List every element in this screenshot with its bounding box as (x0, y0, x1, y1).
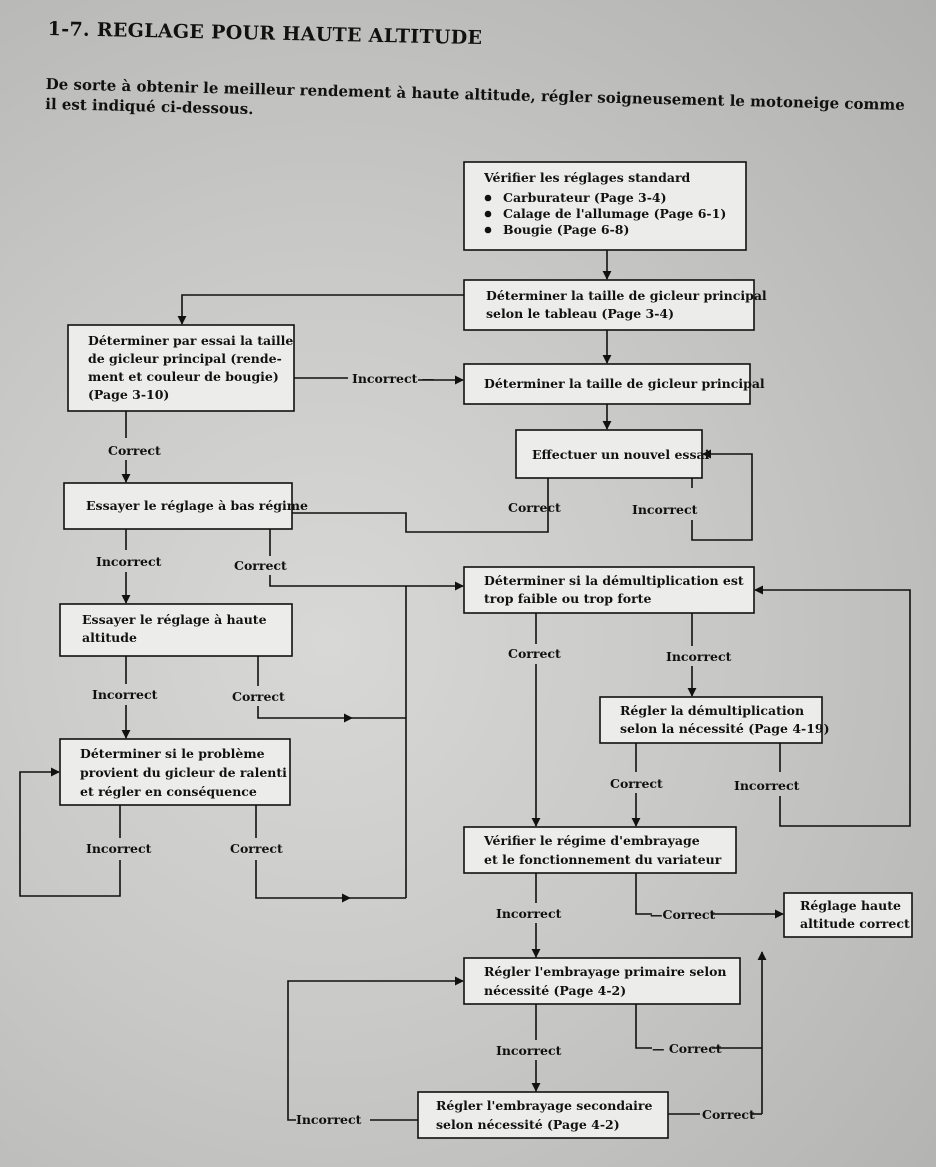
verifier-item-2: Calage de l'allumage (Page 6-1) (503, 206, 726, 221)
verifier-item-3: Bougie (Page 6-8) (503, 222, 629, 237)
node-reglage-correct: Réglage haute altitude correct (783, 892, 913, 938)
connectors (19, 250, 911, 1121)
node-embrayage-primaire: Régler l'embrayage primaire selon nécess… (463, 957, 741, 1005)
node-embrayage-secondaire: Régler l'embrayage secondaire selon néce… (417, 1091, 669, 1139)
essai-taille-line-4: (Page 3-10) (88, 387, 169, 402)
label-incorrect: Incorrect — (352, 371, 434, 386)
verifier-heading: Vérifier les réglages standard (483, 170, 691, 185)
correct-final-line-1: Réglage haute (800, 898, 901, 913)
ralenti-line-2: provient du gicleur de ralenti (80, 765, 287, 780)
bullet-icon (484, 226, 492, 234)
label-correct: Correct (232, 689, 285, 704)
label-correct: Correct (702, 1107, 755, 1122)
essai-taille-line-3: ment et couleur de bougie) (88, 369, 279, 384)
demultiplication-line-2: trop faible ou trop forte (484, 591, 651, 606)
taille-line-1: Déterminer la taille de gicleur principa… (484, 376, 765, 391)
node-regime-embrayage: Vérifier le régime d'embrayage et le fon… (463, 826, 737, 874)
embrayage-line-2: et le fonctionnement du variateur (484, 852, 722, 867)
bas-regime-line-1: Essayer le réglage à bas régime (86, 498, 308, 513)
embrayage-line-1: Vérifier le régime d'embrayage (483, 833, 700, 848)
label-incorrect: Incorrect (296, 1112, 362, 1127)
demultiplication-line-1: Déterminer si la démultiplication est (484, 573, 744, 588)
bullet-icon (484, 210, 492, 218)
label-correct: Correct (108, 443, 161, 458)
edge-labels: Incorrect — Correct Correct Incorrect In… (86, 371, 800, 1127)
essai-taille-line-2: de gicleur principal (rende- (88, 351, 282, 366)
label-incorrect: Incorrect (496, 906, 562, 921)
node-haute-altitude: Essayer le réglage à haute altitude (59, 603, 293, 657)
label-correct: Correct (230, 841, 283, 856)
label-incorrect: Incorrect (86, 841, 152, 856)
verifier-item-1: Carburateur (Page 3-4) (503, 190, 667, 205)
label-correct: Correct (234, 558, 287, 573)
essai-taille-line-1: Déterminer par essai la taille (88, 333, 293, 348)
regler-demul-line-2: selon la nécessité (Page 4-19) (620, 721, 830, 736)
label-correct: — Correct (652, 1041, 722, 1056)
secondaire-line-2: selon nécessité (Page 4-2) (436, 1117, 620, 1132)
regler-demul-line-1: Régler la démultiplication (620, 703, 804, 718)
label-incorrect: Incorrect (496, 1043, 562, 1058)
haute-altitude-line-1: Essayer le réglage à haute (82, 612, 267, 627)
label-incorrect: Incorrect (666, 649, 732, 664)
nouvel-essai-line-1: Effectuer un nouvel essai (532, 447, 710, 462)
primaire-line-2: nécessité (Page 4-2) (484, 983, 626, 998)
label-incorrect: Incorrect (632, 502, 698, 517)
tableau-line-2: selon le tableau (Page 3-4) (486, 306, 674, 321)
ralenti-line-3: et régler en conséquence (80, 784, 257, 799)
bullet-icon (484, 194, 492, 202)
correct-final-line-2: altitude correct (800, 916, 910, 931)
node-demultiplication: Déterminer si la démultiplication est tr… (463, 566, 755, 614)
label-correct: Correct (508, 646, 561, 661)
node-bas-regime: Essayer le réglage à bas régime (63, 482, 308, 530)
haute-altitude-line-2: altitude (82, 630, 137, 645)
node-taille-gicleur: Déterminer la taille de gicleur principa… (463, 363, 765, 405)
secondaire-line-1: Régler l'embrayage secondaire (436, 1098, 653, 1113)
label-correct: —Correct (650, 907, 716, 922)
node-ralenti: Déterminer si le problème provient du gi… (59, 738, 291, 806)
tableau-line-1: Déterminer la taille de gicleur principa… (486, 288, 767, 303)
label-correct: Correct (610, 776, 663, 791)
node-taille-tableau: Déterminer la taille de gicleur principa… (463, 279, 767, 331)
primaire-line-1: Régler l'embrayage primaire selon (484, 964, 727, 979)
label-incorrect: Incorrect (96, 554, 162, 569)
node-essai-taille: Déterminer par essai la taille de gicleu… (67, 324, 295, 412)
node-verifier-reglages: Vérifier les réglages standard Carburate… (463, 161, 747, 251)
node-regler-demultiplication: Régler la démultiplication selon la néce… (599, 696, 830, 744)
label-incorrect: Incorrect (734, 778, 800, 793)
ralenti-line-1: Déterminer si le problème (80, 746, 265, 761)
node-nouvel-essai: Effectuer un nouvel essai (515, 429, 710, 479)
label-incorrect: Incorrect (92, 687, 158, 702)
label-correct: Correct (508, 500, 561, 515)
